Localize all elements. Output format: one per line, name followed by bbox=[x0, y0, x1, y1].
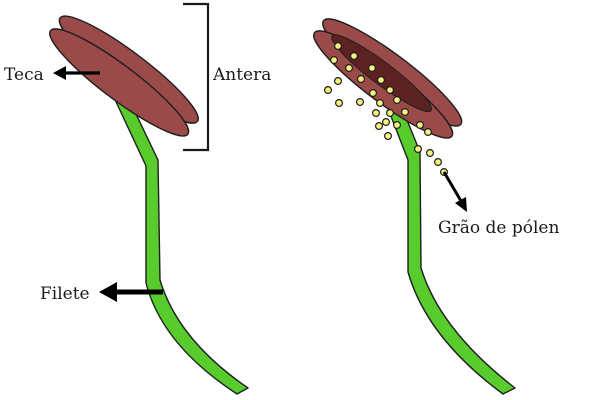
pollen-grain bbox=[424, 128, 433, 137]
pollen-grain bbox=[393, 95, 402, 104]
pollen-grain bbox=[372, 108, 381, 117]
label-antera: Antera bbox=[212, 65, 271, 85]
pollen-grain bbox=[386, 108, 395, 117]
filament-left bbox=[110, 90, 249, 395]
stamen-right: Grão de pólen bbox=[313, 18, 559, 395]
pollen-grain bbox=[393, 120, 402, 129]
pollen-grain bbox=[384, 132, 393, 141]
pollen-grain bbox=[350, 51, 359, 60]
pollen-grain bbox=[357, 74, 366, 83]
stamen-left: Antera Teca Filete bbox=[4, 2, 271, 395]
pollen-grain bbox=[414, 145, 423, 154]
label-teca: Teca bbox=[4, 65, 44, 85]
arrow-icon bbox=[455, 197, 467, 212]
anther-right bbox=[313, 18, 463, 139]
pollen-grain bbox=[416, 120, 425, 129]
pollen-grain bbox=[375, 121, 384, 130]
theca-front-left bbox=[49, 28, 190, 137]
arrow-icon bbox=[442, 171, 463, 202]
pollen-grain bbox=[426, 149, 435, 158]
label-grao-de-polen: Grão de pólen bbox=[438, 218, 559, 238]
pollen-grain bbox=[335, 98, 344, 107]
pollen-grain bbox=[401, 107, 410, 116]
pollen-grain bbox=[334, 41, 343, 50]
pollen-grain bbox=[377, 75, 386, 84]
bracket-icon bbox=[183, 2, 210, 152]
pollen-grain bbox=[386, 85, 395, 94]
pollen-grain bbox=[356, 97, 365, 106]
pollen-grain bbox=[334, 76, 343, 85]
pollen-grain bbox=[330, 55, 339, 64]
pollen-grain bbox=[376, 98, 385, 107]
pollen-grains bbox=[324, 41, 449, 177]
filament-right bbox=[379, 87, 516, 395]
pollen-grain bbox=[382, 117, 391, 126]
arrow-icon bbox=[99, 282, 117, 302]
pollen-grain bbox=[368, 63, 377, 72]
arrow-icon bbox=[53, 66, 66, 80]
pollen-grain bbox=[324, 85, 333, 94]
anther-left bbox=[49, 15, 199, 137]
pollen-grain bbox=[434, 158, 443, 167]
pollen-grain bbox=[345, 63, 354, 72]
label-filete: Filete bbox=[40, 284, 90, 304]
pollen-grain bbox=[369, 88, 378, 97]
